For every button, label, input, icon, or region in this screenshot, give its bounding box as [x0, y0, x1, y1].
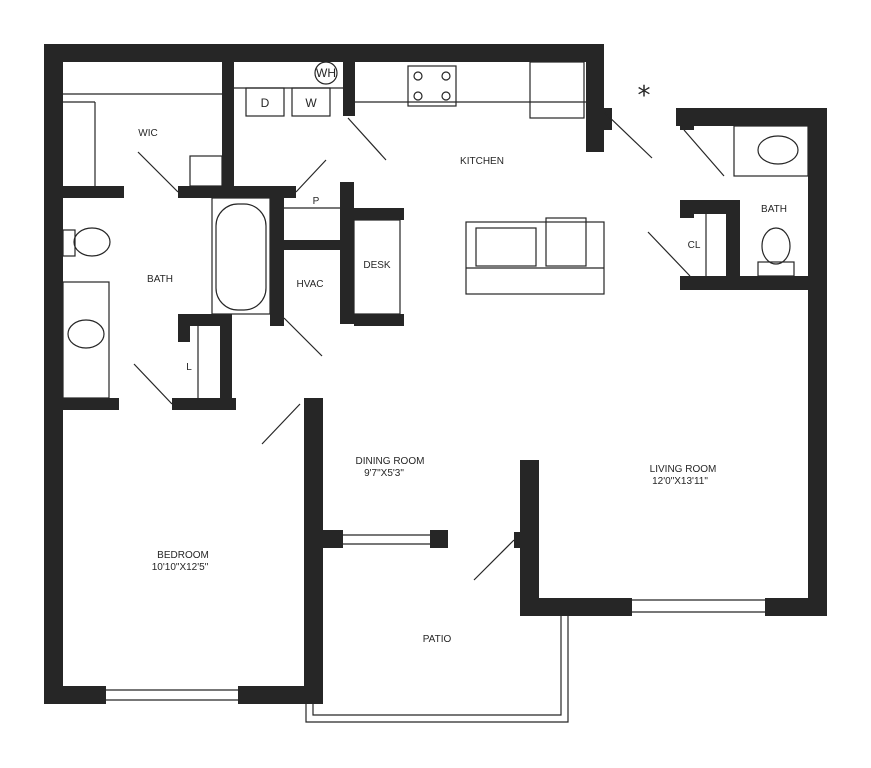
dining-room-dimensions: 9'7"X5'3" — [364, 468, 404, 479]
pantry-label: P — [313, 196, 320, 207]
room-labels: KITCHEN WIC BATH BATH HVAC DESK P CL L D… — [138, 66, 787, 645]
desk-label: DESK — [363, 260, 391, 271]
closet-label: CL — [688, 240, 701, 251]
washer-label: W — [305, 96, 317, 110]
interior-walls — [44, 44, 826, 410]
bath-right-label: BATH — [761, 204, 787, 215]
kitchen-label: KITCHEN — [460, 156, 504, 167]
walls — [44, 44, 827, 704]
living-room-label: LIVING ROOM — [650, 464, 717, 475]
doors — [133, 111, 725, 581]
location-marker: * — [638, 81, 651, 111]
dining-room-label: DINING ROOM — [356, 456, 425, 467]
dryer-label: D — [261, 96, 270, 110]
bedroom-label: BEDROOM — [157, 550, 209, 561]
patio-label: PATIO — [423, 634, 452, 645]
hvac-label: HVAC — [296, 279, 323, 290]
wic-label: WIC — [138, 128, 157, 139]
bath-left-label: BATH — [147, 274, 173, 285]
fixtures — [62, 61, 809, 723]
linen-label: L — [186, 362, 192, 373]
water-heater-label: WH — [316, 66, 336, 80]
living-room-dimensions: 12'0"X13'11" — [652, 476, 708, 487]
bedroom-dimensions: 10'10"X12'5" — [152, 562, 209, 573]
